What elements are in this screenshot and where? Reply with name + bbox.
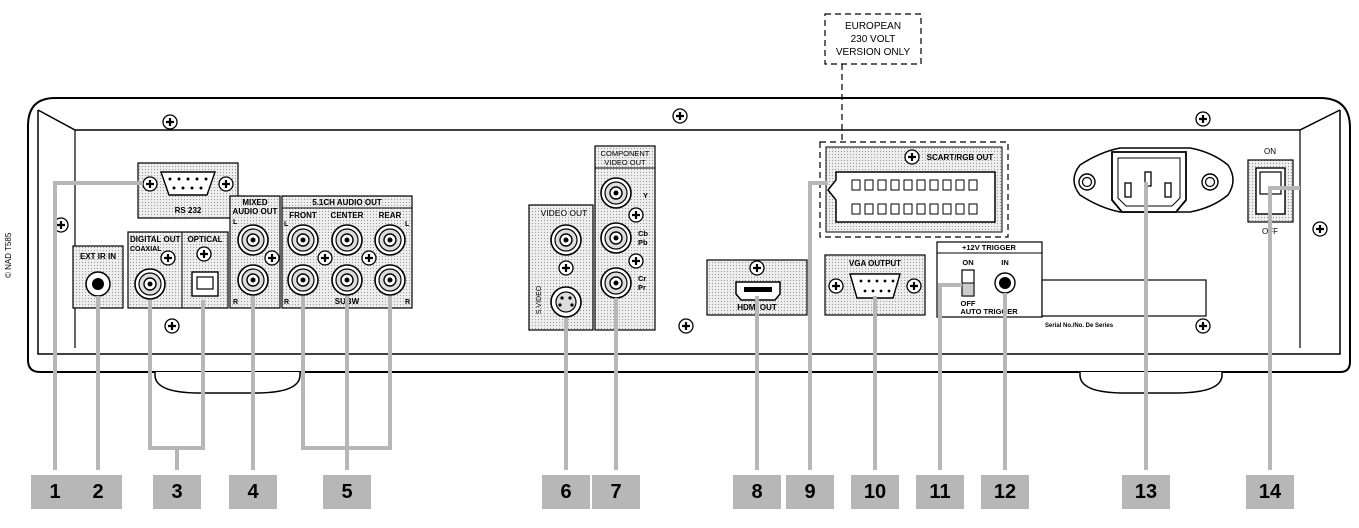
callout-5: 5 (323, 475, 371, 509)
svg-text:L: L (233, 219, 238, 226)
scart-pin (968, 179, 978, 191)
scart-pin (877, 203, 887, 215)
serial-plate: Serial No./No. De Series (1041, 279, 1207, 329)
trigger-12v-panel: +12V TRIGGER ON IN OFF AUTO TRIGGER (936, 241, 1043, 318)
svg-text:L: L (405, 221, 410, 228)
svg-text:VIDEO OUT: VIDEO OUT (604, 158, 646, 167)
ac-power-inlet (1073, 147, 1234, 213)
rs232-label: RS 232 (175, 206, 202, 215)
svg-text:R: R (284, 299, 289, 306)
scart-pin (929, 203, 939, 215)
svg-text:R: R (405, 299, 410, 306)
scart-pin (890, 179, 900, 191)
scart-pin (851, 203, 861, 215)
svg-text:MIXED: MIXED (242, 198, 268, 207)
callout-4: 4 (229, 475, 277, 509)
svg-text:DIGITAL OUT: DIGITAL OUT (130, 235, 180, 244)
video-out-panel: VIDEO OUT S.VIDEO (528, 204, 594, 331)
scart-pin (929, 179, 939, 191)
svg-text:ON: ON (962, 258, 973, 267)
svg-text:OPTICAL: OPTICAL (187, 235, 222, 244)
component-video-out-panel: COMPONENT VIDEO OUT Y Cb Pb Cr Pr (594, 145, 656, 331)
svg-text:+12V TRIGGER: +12V TRIGGER (962, 243, 1017, 252)
scart-pin (955, 203, 965, 215)
callout-3: 3 (153, 475, 201, 509)
svg-text:Pr: Pr (638, 283, 646, 292)
svg-text:R: R (233, 299, 238, 306)
svg-text:AUDIO OUT: AUDIO OUT (233, 207, 278, 216)
scart-pin (916, 179, 926, 191)
svg-text:EXT IR IN: EXT IR IN (80, 252, 116, 261)
european-note-box: EUROPEAN 230 VOLT VERSION ONLY (824, 13, 922, 142)
svg-text:COMPONENT: COMPONENT (601, 149, 650, 158)
scart-pin (851, 179, 861, 191)
scart-pin (968, 203, 978, 215)
svg-text:230 VOLT: 230 VOLT (851, 34, 896, 45)
mixed-audio-out-panel: MIXED AUDIO OUT L R (229, 195, 281, 309)
callout-13: 13 (1122, 475, 1170, 509)
scart-pin (864, 179, 874, 191)
scart-pin (955, 179, 965, 191)
scart-pin (890, 203, 900, 215)
scart-pin (877, 179, 887, 191)
svg-text:IN: IN (1001, 258, 1009, 267)
svg-text:Serial No./No. De Series: Serial No./No. De Series (1045, 323, 1114, 329)
svg-text:COAXIAL: COAXIAL (130, 246, 162, 253)
svg-text:VERSION ONLY: VERSION ONLY (836, 47, 911, 58)
svg-text:OFF: OFF (961, 299, 976, 308)
svg-text:CENTER: CENTER (331, 211, 364, 220)
callout-8: 8 (733, 475, 781, 509)
scart-pin (903, 203, 913, 215)
svg-text:AUTO TRIGGER: AUTO TRIGGER (960, 307, 1018, 316)
callout-2: 2 (74, 475, 122, 509)
svg-text:5.1CH AUDIO OUT: 5.1CH AUDIO OUT (312, 198, 382, 207)
svg-text:ON: ON (1264, 147, 1276, 156)
svg-text:REAR: REAR (379, 211, 402, 220)
callout-10: 10 (851, 475, 899, 509)
scart-pin (942, 179, 952, 191)
scart-pin (864, 203, 874, 215)
svg-text:VGA OUTPUT: VGA OUTPUT (849, 259, 901, 268)
callout-7: 7 (592, 475, 640, 509)
svg-text:L: L (284, 221, 289, 228)
svg-text:Cr: Cr (638, 274, 646, 283)
callout-12: 12 (981, 475, 1029, 509)
rs232-port: RS 232 (137, 162, 239, 219)
svg-text:Y: Y (643, 191, 648, 200)
scart-pin (942, 203, 952, 215)
svg-text:Cb: Cb (638, 229, 648, 238)
scart-rgb-out-panel: SCART/RGB OUT (819, 141, 1009, 238)
scart-pin (903, 179, 913, 191)
audio-51-out-panel: 5.1CH AUDIO OUT FRONT CENTER REAR L L R … (281, 195, 413, 309)
callout-1: 1 (31, 475, 79, 509)
callout-6: 6 (542, 475, 590, 509)
digital-out-panel: DIGITAL OUT COAXIAL OPTICAL (127, 231, 229, 309)
scart-pin (916, 203, 926, 215)
svg-text:SCART/RGB OUT: SCART/RGB OUT (927, 153, 994, 162)
svg-text:S.VIDEO: S.VIDEO (536, 285, 543, 314)
copyright-note: © NAD T585 (4, 232, 13, 278)
svg-text:FRONT: FRONT (289, 211, 317, 220)
svg-text:EUROPEAN: EUROPEAN (845, 21, 901, 32)
callout-11: 11 (916, 475, 964, 509)
callout-leaders (53, 181, 1300, 470)
callout-9: 9 (786, 475, 834, 509)
svg-text:Pb: Pb (638, 238, 648, 247)
callout-14: 14 (1246, 475, 1294, 509)
svg-text:VIDEO OUT: VIDEO OUT (541, 208, 588, 218)
